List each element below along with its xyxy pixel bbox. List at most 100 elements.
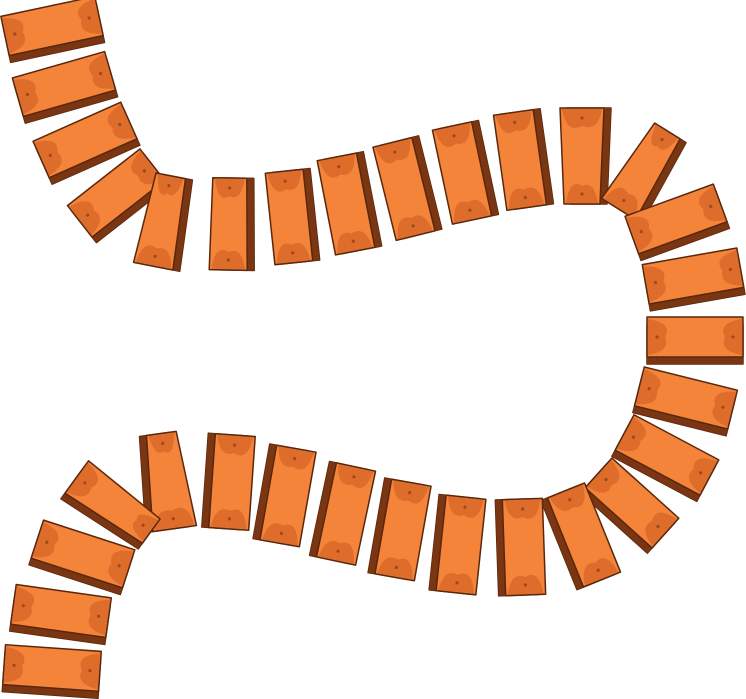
block-top-face	[9, 583, 113, 639]
block-end-shade	[135, 245, 172, 269]
nail-dot	[232, 443, 237, 447]
nail-dot	[731, 335, 735, 339]
block-end-shade	[157, 174, 184, 196]
block-end-shade	[107, 104, 136, 139]
track-block	[316, 150, 383, 256]
block-end-shade	[377, 557, 413, 580]
block-edge-face	[429, 494, 447, 591]
nail-dot	[653, 280, 658, 285]
block-end-shade	[645, 512, 677, 546]
nail-dot	[393, 150, 397, 154]
nail-dot	[279, 531, 284, 536]
block-top-face	[431, 121, 493, 225]
nail-dot	[631, 435, 636, 439]
nail-dot	[292, 456, 297, 461]
nail-dot	[596, 568, 600, 572]
block-end-shade	[688, 458, 717, 493]
block-end-shade	[132, 514, 159, 541]
track-block	[641, 247, 746, 312]
nail-dot	[394, 565, 399, 570]
block-top-face	[145, 430, 198, 533]
track-block	[431, 119, 500, 225]
block-end-shade	[319, 154, 355, 178]
track-block	[367, 477, 432, 582]
block-end-shade	[617, 417, 646, 452]
track-block	[624, 183, 731, 262]
nail-dot	[227, 517, 232, 521]
block-end-shade	[67, 462, 98, 497]
nail-dot	[98, 71, 103, 76]
nail-dot	[167, 184, 171, 188]
block-top-face	[132, 172, 187, 271]
track-block	[201, 432, 256, 532]
block-edge-face	[632, 405, 728, 436]
nail-dot	[142, 169, 146, 173]
nail-dot	[351, 239, 355, 243]
nail-dot	[656, 524, 660, 529]
block-end-shade	[583, 558, 619, 586]
nail-dot	[21, 604, 25, 608]
track-block	[208, 176, 255, 272]
nail-dot	[12, 663, 16, 667]
nail-dot	[88, 669, 92, 673]
block-edge-face	[368, 478, 392, 574]
nail-dot	[468, 208, 472, 212]
nail-dot	[25, 92, 30, 97]
block-end-shade	[78, 0, 102, 34]
nail-dot	[698, 471, 703, 475]
nail-dot	[13, 32, 17, 36]
nail-dot	[604, 477, 608, 482]
block-end-shade	[338, 464, 374, 488]
block-end-shade	[2, 18, 26, 54]
block-edge-face	[139, 435, 153, 533]
block-edge-face	[303, 168, 320, 261]
block-top-face	[0, 0, 104, 57]
block-edge-face	[246, 178, 255, 271]
track-block	[138, 430, 198, 534]
track-block	[492, 107, 555, 212]
nail-dot	[337, 165, 341, 169]
block-edge-face	[411, 135, 442, 231]
block-edge-face	[635, 138, 687, 224]
block-edge-face	[29, 558, 123, 595]
block-edge-face	[533, 108, 554, 205]
block-end-shade	[643, 266, 666, 302]
block-top-face	[374, 478, 432, 582]
block-top-face	[646, 316, 744, 358]
block-top-face	[259, 444, 317, 548]
block-end-shade	[698, 186, 726, 222]
nail-dot	[407, 490, 412, 495]
block-end-shade	[337, 231, 373, 254]
nail-dot	[521, 507, 525, 511]
nail-dot	[161, 441, 165, 445]
nail-dot	[226, 258, 230, 262]
nail-dot	[117, 564, 121, 568]
block-end-shade	[603, 187, 638, 218]
block-edge-face	[9, 35, 105, 63]
block-edge-face	[201, 433, 216, 528]
nail-dot	[721, 405, 725, 409]
track-block	[60, 460, 161, 550]
nail-dot	[580, 116, 584, 120]
track-block	[579, 457, 680, 554]
track-block	[252, 443, 317, 548]
track-block	[632, 366, 739, 437]
block-top-face	[1, 643, 103, 693]
nail-dot	[452, 134, 456, 138]
block-top-face	[264, 168, 314, 266]
block-top-face	[316, 152, 376, 256]
block-end-shade	[278, 446, 314, 470]
block-edge-face	[253, 444, 277, 540]
block-top-face	[559, 107, 605, 205]
nail-dot	[647, 387, 651, 391]
block-end-shade	[549, 484, 585, 511]
nail-dot	[352, 475, 356, 479]
track-block	[308, 460, 377, 566]
track-block	[611, 414, 720, 503]
block-edge-face	[471, 120, 499, 216]
nail-dot	[336, 549, 340, 553]
block-end-shade	[262, 523, 298, 546]
block-end-shade	[626, 216, 653, 252]
